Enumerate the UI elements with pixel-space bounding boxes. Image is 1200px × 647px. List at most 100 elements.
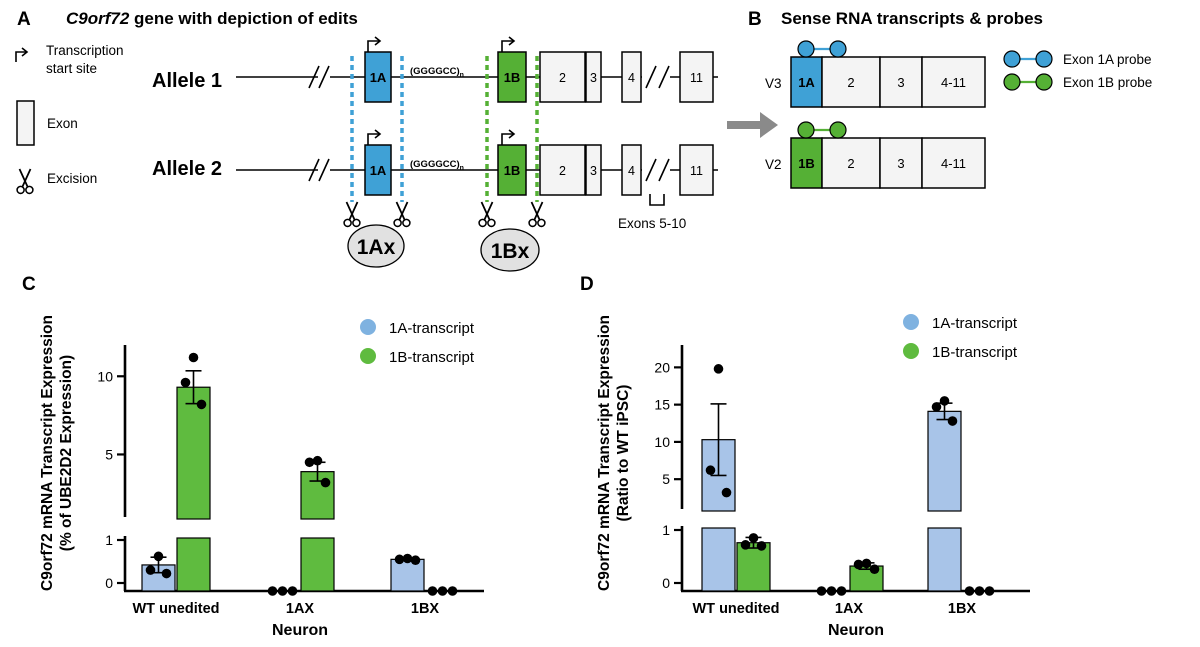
- edit-1bx-label: 1Bx: [491, 240, 530, 263]
- probe-icon: [797, 121, 847, 139]
- edit-bubble-1ax: 1Ax: [347, 224, 405, 268]
- y-tick-label: 5: [662, 471, 670, 487]
- data-point: [287, 586, 298, 596]
- exon-icon: [16, 100, 35, 146]
- data-point: [304, 457, 315, 468]
- legend-label: 1B-transcript: [389, 349, 475, 366]
- transcript-name: V3: [765, 76, 782, 91]
- exon-4: 4: [621, 51, 642, 103]
- probe-icon: [797, 40, 847, 58]
- data-point: [196, 399, 207, 410]
- legend-exon-label: Exon: [47, 116, 78, 131]
- axis-break-icon: [308, 158, 330, 182]
- bar: [176, 537, 211, 592]
- exon-box: [679, 51, 714, 103]
- data-point: [437, 586, 448, 596]
- legend-label: 1A-transcript: [389, 320, 475, 337]
- y-axis-label: (% of UBE2D2 Expression): [58, 355, 75, 551]
- y-axis-label: C9orf72 mRNA Transcript Expression: [596, 315, 613, 591]
- data-point: [721, 487, 732, 498]
- tss-arrowhead-icon: [374, 36, 382, 46]
- panel-a: A C9orf72 gene with depiction of edits T…: [15, 9, 718, 272]
- y-axis-label: (Ratio to WT iPSC): [615, 385, 632, 522]
- exons-bracket: [649, 194, 665, 206]
- data-point: [939, 396, 950, 406]
- y-tick-label: 5: [105, 446, 113, 462]
- data-point: [320, 477, 331, 488]
- axis-break-gap: [117, 526, 484, 536]
- tss-arrowhead-icon: [508, 36, 516, 46]
- tss-arrow-icon: [15, 51, 26, 62]
- data-point: [312, 455, 323, 466]
- y-tick-label: 10: [97, 368, 113, 384]
- exon-11: 11: [679, 51, 714, 103]
- exon-box: [497, 144, 527, 196]
- exon-label: 1A: [370, 70, 387, 85]
- panel-b-title: Sense RNA transcripts & probes: [781, 9, 1043, 28]
- data-point: [748, 533, 759, 543]
- data-point: [427, 586, 438, 596]
- scissors-icon: [393, 201, 411, 228]
- probe-1b-label: Exon 1B probe: [1063, 75, 1152, 90]
- panel-letter-a: A: [17, 9, 31, 30]
- legend-excision-label: Excision: [47, 171, 97, 186]
- probe-1a-icon: [1003, 50, 1053, 68]
- probe-1b-icon: [1003, 73, 1053, 91]
- data-point: [277, 586, 288, 596]
- exon-label: 4: [628, 164, 635, 178]
- data-point: [447, 586, 458, 596]
- scissors-icon: [343, 201, 361, 228]
- tss-1b-icon: [501, 40, 513, 53]
- y-tick-label: 15: [654, 397, 670, 413]
- x-axis-label: Neuron: [272, 622, 328, 639]
- probe-legend: Exon 1A probe Exon 1B probe: [1003, 50, 1152, 91]
- exon-11: 11: [679, 144, 714, 196]
- segment-label: 2: [847, 75, 854, 90]
- y-tick-label: 20: [654, 359, 670, 375]
- segment-box: [921, 137, 986, 189]
- exons-5-10-label: Exons 5-10: [618, 216, 686, 231]
- exon-box: [539, 144, 586, 196]
- exon-1B: 1B: [497, 144, 527, 196]
- legend-exon: Exon: [16, 100, 78, 146]
- exon-label: 4: [628, 71, 635, 85]
- legend-marker: [360, 348, 376, 364]
- tss-arrowhead-icon: [21, 47, 29, 57]
- x-tick-label: 1AX: [835, 601, 864, 617]
- data-point: [826, 586, 837, 596]
- data-point: [756, 541, 767, 551]
- segment-label: 3: [897, 75, 904, 90]
- exon-label: 3: [590, 164, 597, 178]
- legend-marker: [903, 314, 919, 330]
- tss-1b-icon: [501, 133, 513, 146]
- exon-1A: 1A: [364, 51, 392, 103]
- exon-1B: 1B: [497, 51, 527, 103]
- data-point: [153, 551, 164, 562]
- legend-label: 1B-transcript: [932, 344, 1018, 361]
- panel-letter-d: D: [580, 274, 594, 295]
- data-point: [410, 555, 421, 566]
- panel-a-title-rest: gene with depiction of edits: [129, 9, 358, 28]
- edit-bubble-1bx: 1Bx: [480, 228, 540, 272]
- exon-2: 2: [539, 51, 586, 103]
- tss-arrowhead-icon: [374, 129, 382, 139]
- legend-tss-label-2: start site: [46, 61, 97, 76]
- data-point: [267, 586, 278, 596]
- data-point: [947, 416, 958, 426]
- exon-label: 2: [559, 164, 566, 178]
- axis-break-icon: [645, 65, 670, 89]
- segment-box: [879, 137, 923, 189]
- exon-label: 11: [690, 71, 703, 85]
- data-point: [853, 559, 864, 570]
- exon-label: 3: [590, 71, 597, 85]
- data-point: [402, 553, 413, 564]
- exon-label: 2: [559, 71, 566, 85]
- probe-1a-label: Exon 1A probe: [1063, 52, 1152, 67]
